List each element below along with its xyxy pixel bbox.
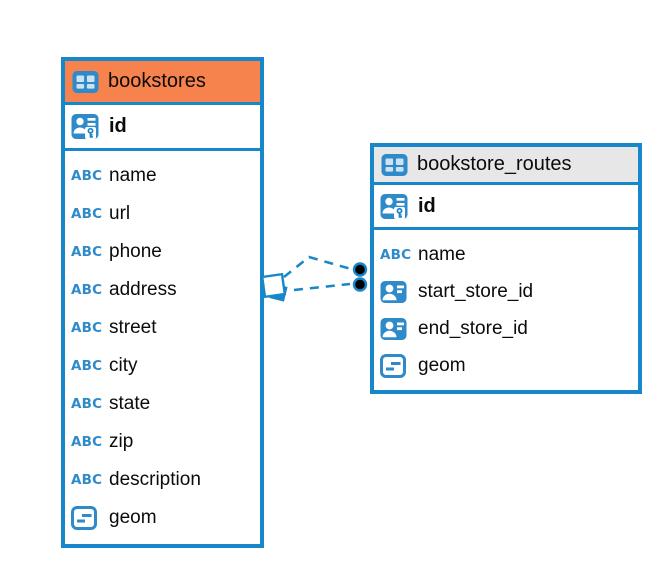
column-row-name[interactable]: ABC name — [374, 236, 638, 273]
varchar-type-icon: ABC — [71, 282, 103, 298]
column-row-geom[interactable]: geom — [65, 499, 260, 537]
column-name: street — [109, 317, 157, 338]
primary-key-name: id — [418, 194, 436, 217]
column-name: zip — [109, 431, 134, 452]
geometry-type-icon — [380, 353, 410, 378]
foreign-key-icon — [380, 280, 410, 303]
column-row-description[interactable]: ABC description — [65, 461, 260, 499]
dot-end-marker-top — [352, 262, 368, 277]
column-row-url[interactable]: ABC url — [65, 195, 260, 233]
column-name: city — [109, 355, 138, 376]
pk-row-routes-id[interactable]: id — [374, 185, 638, 230]
column-row-phone[interactable]: ABC phone — [65, 233, 260, 271]
column-row-geom[interactable]: geom — [374, 347, 638, 384]
table-header-bookstore-routes[interactable]: bookstore_routes — [374, 147, 638, 185]
column-name: geom — [418, 354, 466, 376]
dot-end-marker-bottom — [352, 277, 368, 292]
column-name: geom — [109, 507, 157, 528]
varchar-type-icon: ABC — [380, 246, 412, 263]
varchar-type-icon: ABC — [71, 472, 103, 488]
pk-row-bookstores-id[interactable]: id — [65, 105, 260, 151]
column-name: phone — [109, 241, 162, 262]
columns-list-bookstores: ABC name ABC url ABC phone ABC address A… — [65, 151, 260, 537]
column-name: description — [109, 469, 201, 490]
varchar-type-icon: ABC — [71, 168, 103, 184]
table-header-bookstores[interactable]: bookstores — [65, 61, 260, 105]
column-name: end_store_id — [418, 317, 528, 339]
columns-list-routes: ABC name start_store_id — [374, 230, 638, 384]
primary-key-icon — [71, 114, 101, 139]
table-icon — [72, 70, 100, 93]
varchar-type-icon: ABC — [71, 244, 103, 260]
varchar-type-icon: ABC — [71, 396, 103, 412]
column-row-zip[interactable]: ABC zip — [65, 423, 260, 461]
column-name: address — [109, 279, 177, 300]
column-name: state — [109, 393, 151, 414]
foreign-key-icon — [380, 317, 410, 340]
varchar-type-icon: ABC — [71, 434, 103, 450]
column-name: name — [418, 243, 466, 265]
relationship-line-lower[interactable] — [293, 282, 351, 292]
column-row-street[interactable]: ABC street — [65, 309, 260, 347]
column-name: url — [109, 203, 131, 224]
column-row-city[interactable]: ABC city — [65, 347, 260, 385]
primary-key-name: id — [109, 115, 127, 137]
geometry-type-icon — [71, 506, 101, 530]
table-icon — [381, 153, 409, 176]
column-name: name — [109, 165, 157, 186]
varchar-type-icon: ABC — [71, 206, 103, 222]
table-bookstore-routes[interactable]: bookstore_routes id ABC name — [370, 143, 642, 394]
column-row-start-store-id[interactable]: start_store_id — [374, 273, 638, 310]
column-row-name[interactable]: ABC name — [65, 157, 260, 195]
varchar-type-icon: ABC — [71, 358, 103, 374]
column-row-state[interactable]: ABC state — [65, 385, 260, 423]
table-title: bookstores — [108, 70, 206, 92]
table-title: bookstore_routes — [417, 153, 572, 175]
column-row-end-store-id[interactable]: end_store_id — [374, 310, 638, 347]
column-name: start_store_id — [418, 280, 534, 302]
table-bookstores[interactable]: bookstores id ABC name — [61, 57, 264, 548]
column-row-address[interactable]: ABC address — [65, 271, 260, 309]
varchar-type-icon: ABC — [71, 320, 103, 336]
primary-key-icon — [380, 193, 410, 219]
diamond-end-marker — [260, 272, 288, 302]
relationship-line-upper[interactable] — [283, 255, 352, 278]
